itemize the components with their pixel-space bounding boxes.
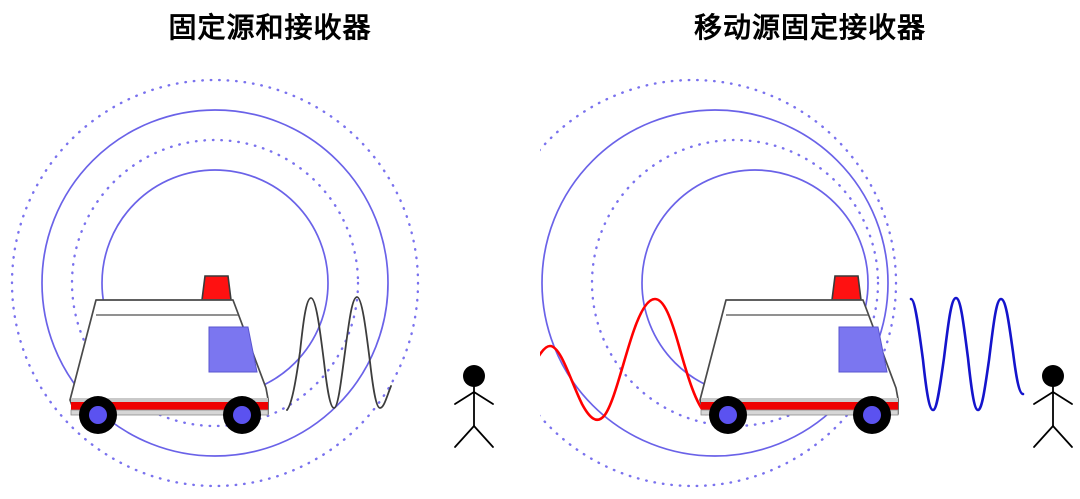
ambulance-wheel-front	[853, 396, 891, 434]
wavefront-ring-4-dotted	[10, 78, 420, 488]
observer-leg-left	[1033, 425, 1054, 448]
observer-arm-left	[1033, 391, 1054, 405]
ambulance-windshield	[208, 326, 258, 373]
wavefront-ring-2-dotted	[70, 138, 360, 428]
ambulance-source	[69, 275, 269, 434]
scene-stationary	[10, 78, 494, 488]
observer-head-icon	[463, 365, 485, 387]
panel-title-stationary: 固定源和接收器	[168, 13, 372, 44]
observer-head-icon	[1042, 365, 1064, 387]
observer-stick-figure	[454, 365, 494, 448]
waveform-redshift	[540, 297, 708, 421]
waveform-path-neutral	[286, 296, 392, 411]
wavefront-ring-3-solid	[541, 109, 889, 457]
wavefront-ring-2-dotted	[590, 138, 880, 428]
wavefront-ring-3-solid	[41, 109, 389, 457]
ambulance-rail-upper	[71, 398, 268, 402]
ambulance-wheel-front	[223, 396, 261, 434]
siren-light-icon	[831, 275, 862, 301]
scene-moving	[540, 78, 1073, 488]
observer-stick-figure	[1033, 365, 1073, 448]
waveform-received-neutral	[286, 296, 392, 411]
ambulance-rail-upper	[701, 398, 898, 402]
panel-moving-source: 移动源固定接收器	[540, 0, 1080, 499]
ambulance-rail-lower	[700, 409, 899, 416]
ambulance-wheel-rear	[79, 396, 117, 434]
observer-leg-right	[473, 425, 494, 448]
observer-arm-right	[473, 391, 494, 405]
ambulance-red-stripe	[71, 402, 268, 410]
observer-leg-left	[454, 425, 475, 448]
waveform-path-redshift	[540, 297, 708, 421]
panel-stationary-source: 固定源和接收器	[10, 13, 494, 488]
observer-arm-left	[454, 391, 475, 405]
ambulance-wheel-rear	[709, 396, 747, 434]
panel-title-moving: 移动源固定接收器	[693, 13, 926, 44]
observer-arm-right	[1052, 391, 1073, 405]
siren-light-icon	[201, 275, 232, 301]
ambulance-rail-lower	[70, 409, 269, 416]
ambulance-source	[699, 275, 899, 434]
waveform-path-blueshift	[909, 296, 1025, 412]
waveform-blueshift	[909, 296, 1025, 412]
observer-leg-right	[1052, 425, 1073, 448]
wavefront-ring-4-dotted	[540, 78, 898, 488]
ambulance-windshield	[838, 326, 888, 373]
ambulance-red-stripe	[701, 402, 898, 410]
